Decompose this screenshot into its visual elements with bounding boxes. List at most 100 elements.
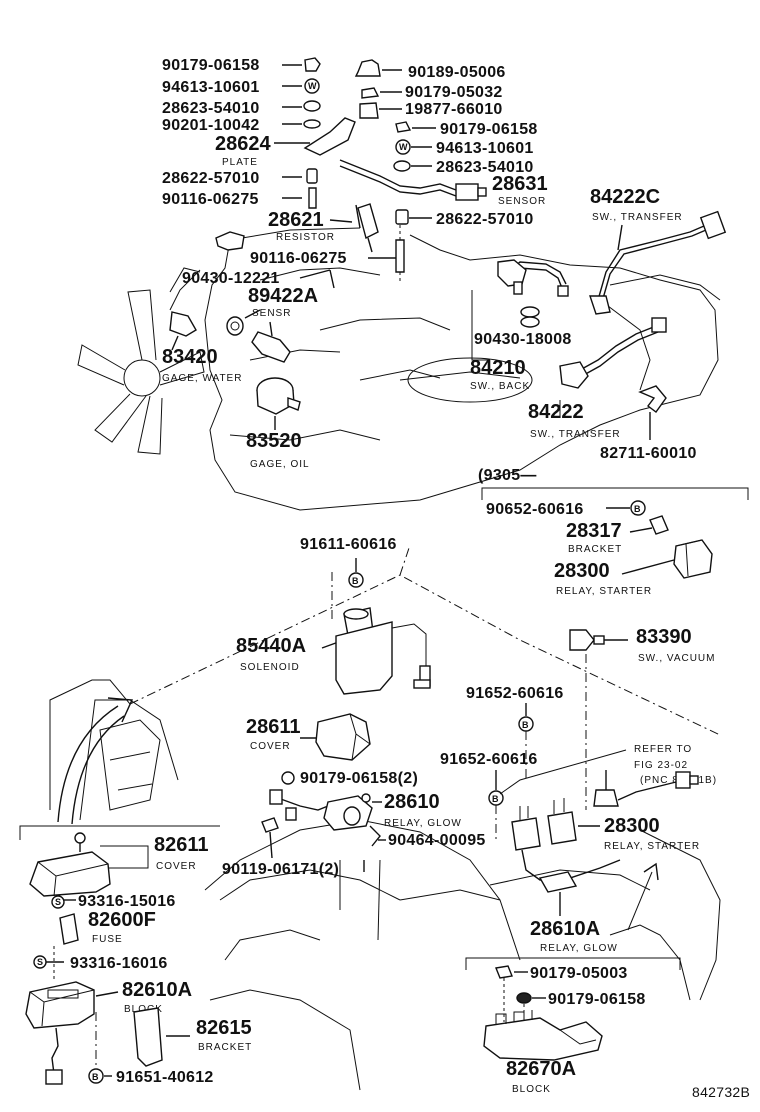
grommet-small-icon [306, 168, 318, 184]
label-p44: 93316-16016 [70, 955, 168, 972]
glow-connector-icon [675, 771, 691, 789]
label-p26: 82711-60010 [600, 445, 697, 462]
label-p31: 85440A [236, 635, 306, 657]
label-p50: 91651-40612 [116, 1069, 214, 1086]
transfer-connector-icon [699, 210, 727, 240]
sublabel-p22: SW., BACK [470, 381, 530, 392]
label-p6: 28622-57010 [162, 170, 260, 187]
grommet3-icon [395, 209, 409, 225]
label-p22: 84210 [470, 357, 526, 379]
svg-text:B: B [92, 1072, 99, 1082]
label-p45: 28610A [530, 918, 600, 940]
bracket2-icon [133, 1007, 163, 1067]
label-p12: 94613-10601 [436, 140, 534, 157]
date-code: (9305— [478, 467, 537, 484]
sublabel-p45: RELAY, GLOW [540, 943, 618, 954]
sublabel-p39: RELAY, STARTER [604, 841, 700, 852]
group-82711: 82711-60010 [600, 385, 697, 462]
fuse-cover-icon [29, 851, 111, 897]
label-p8: 90189-05006 [408, 64, 506, 81]
sublabel-p51: BLOCK [512, 1084, 551, 1095]
sublabel-p20: SW., TRANSFER [592, 212, 683, 223]
label-p9: 90179-05032 [405, 84, 503, 101]
group-85440a: 91611-60616 B 85440A SOLENOID [236, 536, 431, 695]
svg-text:S: S [37, 957, 43, 967]
washer-icon [303, 119, 321, 129]
group-84222c: 84222C SW., TRANSFER [589, 186, 727, 315]
cap-icon [354, 59, 381, 77]
sublabel-p40: COVER [156, 861, 197, 872]
sublabel-p16: RESISTOR [276, 232, 335, 243]
fan-icon [77, 289, 205, 455]
label-p28: 28317 [566, 520, 622, 542]
relay-starter-icon [673, 539, 713, 579]
transfer2-connector-icon [651, 317, 667, 333]
label-p41: 90119-06171(2) [222, 861, 339, 878]
sublabel-p49: BRACKET [198, 1042, 252, 1053]
svg-text:S: S [55, 897, 61, 907]
relay-starter2-icon [511, 817, 541, 851]
group-83520: 83520 GAGE, OIL [246, 377, 309, 470]
block-connector-icon [45, 1069, 63, 1085]
label-p39: 28300 [604, 815, 660, 837]
arrow-curve-icon [57, 705, 119, 823]
label-p14: 28631 [492, 173, 548, 195]
sublabel-p25: SW., TRANSFER [530, 429, 621, 440]
group-84210: 90430-18008 84210 SW., BACK [470, 259, 571, 392]
screw-icon [261, 817, 279, 833]
sublabel-p5: PLATE [222, 157, 258, 168]
sublabel-p46: BLOCK [124, 1004, 163, 1015]
washer-w-icon [304, 78, 320, 94]
label-p24: 83520 [246, 430, 302, 452]
label-p37: 28610 [384, 791, 440, 813]
washer-s-icon [51, 895, 65, 909]
label-p11: 90179-06158 [440, 121, 538, 138]
label-p13: 28623-54010 [436, 159, 534, 176]
screw2-icon [74, 832, 86, 844]
nut2-icon [361, 87, 380, 99]
clip-icon [638, 385, 667, 413]
sublabel-p14: SENSOR [498, 196, 546, 207]
label-p27: 90652-60616 [486, 501, 584, 518]
sublabel-p37: RELAY, GLOW [384, 818, 462, 829]
label-p43: 82600F [88, 909, 156, 931]
label-p51: 82670A [506, 1058, 576, 1080]
svg-text:B: B [492, 794, 499, 804]
label-p2: 94613-10601 [162, 79, 260, 96]
group-83420: 83420 GAGE, WATER [162, 311, 241, 384]
label-p20: 84222C [590, 186, 660, 208]
label-p46: 82610A [122, 979, 192, 1001]
group-glow-relay: 90179-06158(2) 28610 RELAY, GLOW 90464-0… [222, 770, 486, 878]
sublabel-p31: SOLENOID [240, 662, 300, 673]
group-9305: (9305— 90652-60616 B 28317 BRACKET 28300… [478, 467, 749, 597]
nut-small-icon [281, 771, 295, 785]
label-p17: 90116-06275 [250, 250, 347, 267]
svg-text:W: W [308, 81, 317, 91]
label-p33: 91652-60616 [466, 685, 564, 702]
bracket-icon [649, 515, 669, 535]
label-p4: 90201-10042 [162, 117, 260, 134]
group-89422a: 89422A SENSR [226, 285, 318, 363]
vehicle-outline [49, 544, 721, 1091]
label-p10: 19877-66010 [405, 101, 503, 118]
plate-icon [303, 117, 356, 156]
gasket-icon [520, 306, 540, 318]
label-p7: 90116-06275 [162, 191, 259, 208]
label-p5: 28624 [215, 133, 271, 155]
gage-water-icon [169, 311, 197, 337]
group-fuse-block: 82611 COVER S 93316-15016 82600F FUSE S … [19, 825, 252, 1086]
svg-text:B: B [352, 576, 359, 586]
transfer2-switch-icon [559, 361, 589, 389]
label-p29: 28300 [554, 560, 610, 582]
washer-ring-icon [226, 316, 244, 336]
bolt-b5-icon [88, 1068, 104, 1084]
label-p38: 90464-00095 [388, 832, 486, 849]
group-82670a: 90179-05003 90179-06158 82670A BLOCK [465, 957, 681, 1095]
label-p16: 28621 [268, 209, 324, 231]
terminal-block-icon [483, 1017, 603, 1061]
sublabel-p29: RELAY, STARTER [556, 586, 652, 597]
label-p49: 82615 [196, 1017, 252, 1039]
label-p18: 90430-12221 [182, 270, 280, 287]
label-p34: 28611 [246, 716, 301, 738]
label-p40: 82611 [154, 834, 209, 856]
